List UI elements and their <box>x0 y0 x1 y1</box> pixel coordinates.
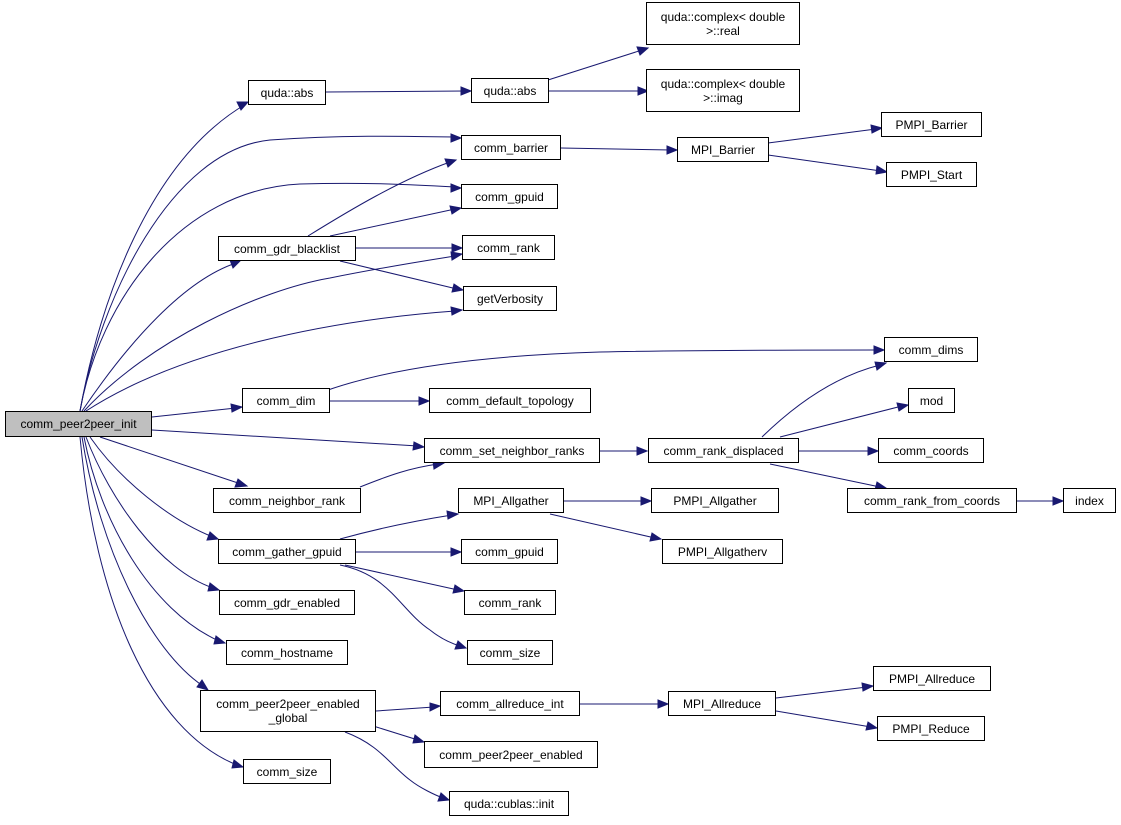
node-comm-set-neighbor-ranks[interactable]: comm_set_neighbor_ranks <box>424 438 600 463</box>
node-comm-peer2peer-enabled[interactable]: comm_peer2peer_enabled <box>424 741 598 768</box>
edge-root-to-quda-abs <box>79 103 247 412</box>
node-comm-size-2[interactable]: comm_size <box>243 759 331 784</box>
node-complex-imag[interactable]: quda::complex< double >::imag <box>646 69 800 112</box>
edge-root-to-comm-rank <box>83 255 456 412</box>
node-comm-rank-from-coords[interactable]: comm_rank_from_coords <box>847 488 1017 513</box>
node-comm-gather-gpuid[interactable]: comm_gather_gpuid <box>218 539 356 564</box>
node-pmpi-allreduce[interactable]: PMPI_Allreduce <box>873 666 991 691</box>
edge-comm-gather-gpuid-to-comm-rank <box>344 564 459 591</box>
node-comm-gdr-blacklist[interactable]: comm_gdr_blacklist <box>218 236 356 261</box>
edge-mpi-allreduce-to-pmpi-reduce <box>775 710 872 728</box>
edge-root-to-comm-barrier <box>79 135 456 412</box>
node-comm-rank-2[interactable]: comm_rank <box>464 590 556 615</box>
node-comm-default-topology[interactable]: comm_default_topology <box>429 388 591 413</box>
node-comm-dims[interactable]: comm_dims <box>884 337 978 362</box>
edge-comm-rank-displaced-to-comm-dims <box>761 364 881 438</box>
node-comm-coords[interactable]: comm_coords <box>878 438 984 463</box>
node-comm-peer2peer-init: comm_peer2peer_init <box>5 411 152 437</box>
node-mod[interactable]: mod <box>908 388 955 413</box>
edge-comm-rank-displaced-to-mod <box>779 405 903 438</box>
node-pmpi-barrier[interactable]: PMPI_Barrier <box>881 112 982 137</box>
node-pmpi-reduce[interactable]: PMPI_Reduce <box>877 716 985 741</box>
edge-root-to-comm-gpuid <box>79 182 456 412</box>
node-comm-rank-1[interactable]: comm_rank <box>462 235 555 260</box>
node-mpi-allgather[interactable]: MPI_Allgather <box>458 488 564 513</box>
node-comm-gpuid-2[interactable]: comm_gpuid <box>461 539 558 564</box>
node-comm-dim[interactable]: comm_dim <box>242 388 330 413</box>
edge-comm-neighbor-rank-to-comm-set-neighbor-ranks <box>359 463 439 488</box>
edge-root-to-comm-gdr-enabled <box>85 436 214 589</box>
edge-quda-abs-to-quda-abs <box>325 90 466 93</box>
call-edges <box>79 46 1065 802</box>
edge-root-to-comm-neighbor-rank <box>99 436 242 485</box>
node-comm-neighbor-rank[interactable]: comm_neighbor_rank <box>213 488 361 513</box>
node-comm-size-1[interactable]: comm_size <box>467 640 553 665</box>
node-index[interactable]: index <box>1063 488 1116 513</box>
edge-comm-peer2peer-enabled-global-to-comm-peer2peer-enabled <box>369 724 419 741</box>
node-comm-allreduce-int[interactable]: comm_allreduce_int <box>440 691 580 716</box>
node-quda-cublas-init[interactable]: quda::cublas::init <box>449 791 569 816</box>
edge-comm-gdr-blacklist-to-getverbosity <box>339 260 458 290</box>
edge-mpi-barrier-to-pmpi-barrier <box>767 128 877 144</box>
node-quda-abs-1[interactable]: quda::abs <box>248 80 326 105</box>
edge-mpi-barrier-to-pmpi-start <box>767 154 882 172</box>
edge-root-to-comm-gdr-blacklist <box>81 262 237 412</box>
edge-comm-gather-gpuid-to-mpi-allgather <box>339 514 453 540</box>
edge-comm-gather-gpuid-to-comm-size <box>339 564 461 647</box>
node-comm-gdr-enabled[interactable]: comm_gdr_enabled <box>219 590 355 615</box>
edge-comm-barrier-to-mpi-barrier <box>560 147 672 151</box>
edge-comm-peer2peer-enabled-global-to-comm-allreduce-int <box>375 706 435 712</box>
edge-comm-dim-to-comm-dims <box>327 349 879 391</box>
edge-comm-gdr-blacklist-to-comm-gpuid <box>329 208 456 237</box>
node-comm-rank-displaced[interactable]: comm_rank_displaced <box>648 438 799 463</box>
node-quda-abs-2[interactable]: quda::abs <box>471 78 549 103</box>
edge-comm-peer2peer-enabled-global-to-quda-cublas-init <box>344 731 444 799</box>
node-comm-gpuid-1[interactable]: comm_gpuid <box>461 184 558 209</box>
node-comm-hostname[interactable]: comm_hostname <box>226 640 348 665</box>
node-mpi-allreduce[interactable]: MPI_Allreduce <box>668 691 776 716</box>
edge-root-to-comm-peer2peer-enabled-global <box>81 436 204 687</box>
node-pmpi-start[interactable]: PMPI_Start <box>886 162 977 187</box>
edge-comm-gdr-blacklist-to-comm-barrier <box>307 161 451 237</box>
edge-root-to-comm-set-neighbor-ranks <box>151 429 419 447</box>
node-pmpi-allgather[interactable]: PMPI_Allgather <box>651 488 779 513</box>
edge-root-to-getverbosity <box>85 310 456 412</box>
node-mpi-barrier[interactable]: MPI_Barrier <box>677 137 769 162</box>
edge-root-to-comm-size <box>79 436 238 766</box>
edge-mpi-allreduce-to-pmpi-allreduce <box>775 686 868 699</box>
edge-mpi-allgather-to-pmpi-allgatherv <box>549 513 656 539</box>
node-getverbosity[interactable]: getVerbosity <box>463 286 557 311</box>
node-comm-peer2peer-enabled-global[interactable]: comm_peer2peer_enabled _global <box>200 690 376 732</box>
edge-comm-rank-displaced-to-comm-rank-from-coords <box>769 463 881 488</box>
edge-quda-abs-to-complex-real <box>547 49 643 81</box>
node-complex-real[interactable]: quda::complex< double >::real <box>646 2 800 45</box>
edge-root-to-comm-dim <box>151 407 237 418</box>
edge-root-to-comm-gather-gpuid <box>89 436 214 538</box>
edge-root-to-comm-hostname <box>83 436 220 642</box>
node-comm-barrier[interactable]: comm_barrier <box>461 135 561 160</box>
node-pmpi-allgatherv[interactable]: PMPI_Allgatherv <box>662 539 783 564</box>
